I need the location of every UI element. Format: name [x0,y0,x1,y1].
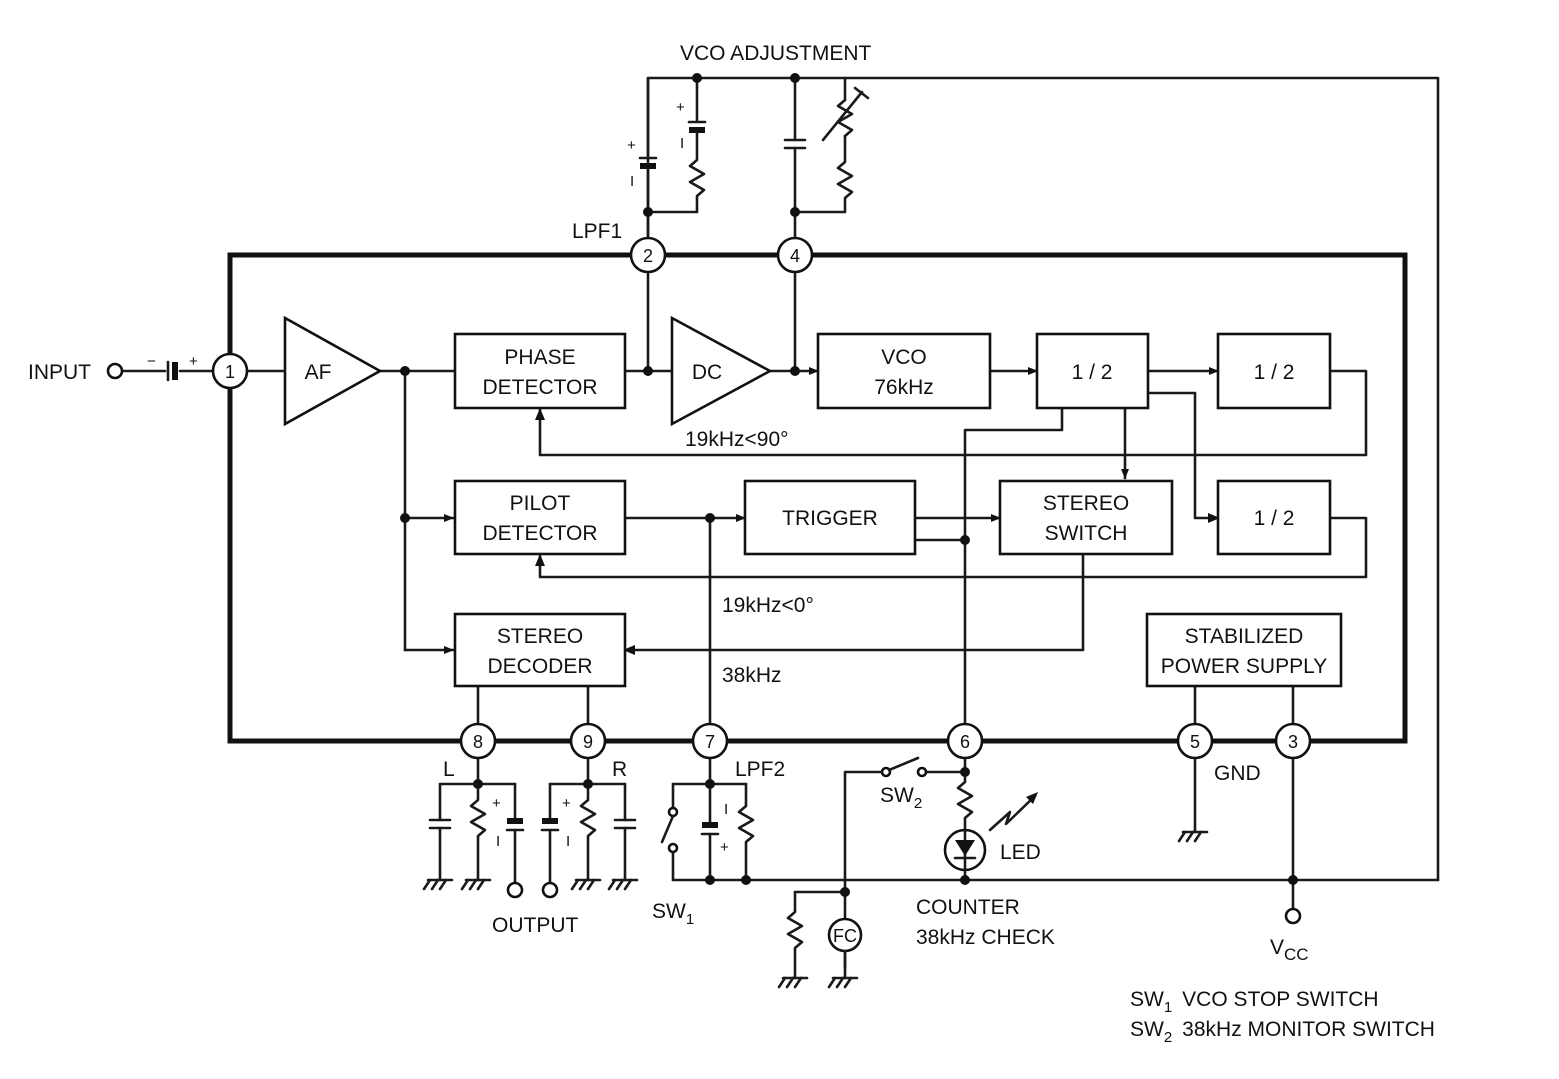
trigger-block: TRIGGER [743,479,917,556]
cap-plus-2a: + [627,137,636,154]
counter-label: COUNTER [916,896,1020,919]
sw2-subscript: 2 [914,795,922,812]
input-terminal [106,362,124,380]
freq-19khz-0: 19kHz<0° [722,594,814,617]
pilot-detector-line1: PILOT [510,492,571,515]
sw1-label: SW1 [652,900,694,928]
left-channel-label: L [443,758,455,781]
cap-mark-7a: I [724,801,728,818]
fc-label: FC [833,926,857,946]
svg-text:6: 6 [960,732,970,752]
right-output-network [540,756,637,899]
pin-5: 5 [1176,722,1214,760]
svg-text:7: 7 [705,732,715,752]
pin-4: 4 [776,236,814,274]
pin-7: 7 [691,722,729,760]
cap-plus-9: + [562,795,571,812]
stereo-decoder-line2: DECODER [487,655,592,678]
cap-minus-8: I [496,833,500,850]
power-supply-line2: POWER SUPPLY [1161,655,1327,678]
vco-adjustment-network [638,73,1440,882]
stereo-switch-line2: SWITCH [1045,522,1128,545]
svg-text:3: 3 [1288,732,1298,752]
power-supply-block: STABILIZED POWER SUPPLY [1145,612,1343,688]
pin-1: 1 [211,352,249,390]
vco-block: VCO 76kHz [816,332,992,410]
lpf1-label: LPF1 [572,220,622,243]
svg-text:1: 1 [225,362,235,382]
output-label: OUTPUT [492,914,579,937]
trigger-label: TRIGGER [782,507,878,530]
input-label: INPUT [28,361,91,384]
pin-6: 6 [946,722,984,760]
vcc-connection [1284,756,1302,925]
led-monitor-network [777,756,1038,989]
freq-38khz: 38kHz [722,664,782,687]
left-output-network [428,756,525,899]
sw2-label: SW2 [880,784,922,812]
af-amplifier: AF [283,315,383,427]
cap-mark-7b: + [720,839,729,856]
pin-2: 2 [629,236,667,274]
ground-symbols-output [422,878,639,891]
check-label: 38kHz CHECK [916,926,1055,949]
divider-block-a: 1 / 2 [1035,332,1150,410]
input-cap-plus: + [189,353,198,370]
phase-detector-block: PHASE DETECTOR [453,332,627,410]
divider-block-b: 1 / 2 [1216,332,1332,410]
cap-minus-2b: I [680,135,684,152]
stereo-switch-block: STEREO SWITCH [998,479,1174,556]
pilot-detector-block: PILOT DETECTOR [453,479,627,556]
cap-plus-8: + [492,795,501,812]
svg-text:5: 5 [1190,732,1200,752]
pin-3: 3 [1274,722,1312,760]
lpf2-label: LPF2 [735,758,785,781]
lpf2-network [660,756,1440,885]
vcc-subscript: CC [1284,945,1309,964]
svg-text:2: 2 [643,246,653,266]
phase-detector-line2: DETECTOR [482,376,597,399]
stereo-decoder-block: STEREO DECODER [453,612,627,688]
divider-a-label: 1 / 2 [1072,361,1113,384]
divider-block-c: 1 / 2 [1216,479,1332,556]
vco-line2: 76kHz [874,376,934,399]
divider-c-label: 1 / 2 [1254,507,1295,530]
svg-text:8: 8 [473,732,483,752]
cap-plus-2b: + [676,99,685,116]
dc-label: DC [692,361,722,384]
dc-amplifier: DC [670,315,773,427]
pilot-detector-line2: DETECTOR [482,522,597,545]
ic-package-outline [227,252,1408,744]
vco-adjustment-label: VCO ADJUSTMENT [680,42,872,65]
af-label: AF [305,361,332,384]
power-supply-line1: STABILIZED [1185,625,1304,648]
internal-wiring [120,270,1368,726]
gnd-label: GND [1214,762,1261,785]
cap-minus-2a: I [630,173,634,190]
gnd-connection [1177,756,1209,843]
vco-line1: VCO [881,346,927,369]
junction-dots [400,366,970,545]
stereo-switch-line1: STEREO [1043,492,1129,515]
sw1-subscript: 1 [686,911,694,928]
divider-b-label: 1 / 2 [1254,361,1295,384]
vcc-label: VCC [1270,936,1309,964]
input-coupling-capacitor [166,360,178,382]
freq-19khz-90: 19kHz<90° [685,428,789,451]
svg-text:4: 4 [790,246,800,266]
cap-minus-9: I [566,833,570,850]
svg-text:9: 9 [583,732,593,752]
phase-detector-line1: PHASE [504,346,575,369]
stereo-decoder-line1: STEREO [497,625,583,648]
right-channel-label: R [612,758,627,781]
input-cap-minus: − [147,353,156,370]
led-label: LED [1000,841,1041,864]
pin-9: 9 [569,722,607,760]
pin-8: 8 [459,722,497,760]
